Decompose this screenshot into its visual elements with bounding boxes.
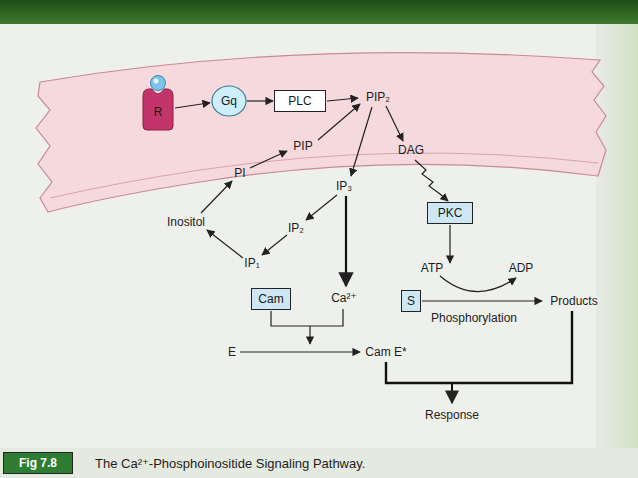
caption-band [0,448,638,478]
arrow-line [422,300,542,301]
molecule-label: DAG [398,143,424,157]
arrow-line [309,326,310,344]
molecule-label: IP₃ [336,179,352,193]
molecule-label: IP₁ [244,256,259,270]
node-label: Gq [221,94,237,108]
merge-bracket [271,309,343,326]
thick-arrow [451,383,453,403]
curved-arrow [440,276,516,292]
ligand-highlight [154,79,159,84]
ligand-ball [151,76,166,91]
arrow-line [240,351,360,352]
protein-circle: Gq [211,85,247,117]
arrow-line [449,225,450,263]
node-label: Cam [258,292,283,306]
molecule-label: Inositol [167,215,205,229]
molecule-label: PI [234,166,245,180]
arrow-line [386,106,403,141]
protein-box: Cam [251,288,291,310]
figure-caption: The Ca²⁺-Phosphoinositide Signaling Path… [95,456,365,471]
node-label: PKC [438,206,463,220]
receptor-label: R [154,105,163,119]
signal-arrow [247,100,273,101]
molecule-label: E [228,345,236,359]
node-label: Fig 7.8 [19,456,57,470]
arrow-line [201,181,232,213]
arrow-line [262,235,287,255]
arrow-line [327,98,358,101]
arrow-line [207,230,243,258]
enzyme-box: PLC [274,90,326,112]
figure-number-box: Fig 7.8 [3,452,73,474]
receptor-outline [143,89,173,130]
node-label: PLC [288,94,311,108]
molecule-label: Phosphorylation [431,311,517,325]
molecule-label: IP₂ [288,221,304,235]
circle-outline [212,86,246,116]
header-band [0,0,638,24]
arrow-line [306,195,337,220]
receptor-shape: R [141,86,175,130]
molecule-label: ATP [421,261,443,275]
membrane-leaflet [50,153,598,198]
molecule-label: Response [425,408,479,422]
cell-membrane [36,53,606,212]
molecule-label: Cam E* [365,345,406,359]
molecule-label: PIP₂ [366,90,390,104]
thick-arrow [345,196,347,286]
molecule-label: ADP [509,261,534,275]
substrate-box: S [401,290,421,312]
enzyme-box: PKC [427,202,473,224]
zigzag-arrow [415,160,448,201]
arrow-line [351,107,372,176]
signal-arrow [175,103,210,108]
arrow-line [250,151,287,168]
molecule-label: PIP [293,139,312,153]
node-label: S [407,294,415,308]
molecule-label: Products [550,294,597,308]
molecule-label: Ca²⁺ [331,291,357,305]
merge-bracket [386,311,572,383]
